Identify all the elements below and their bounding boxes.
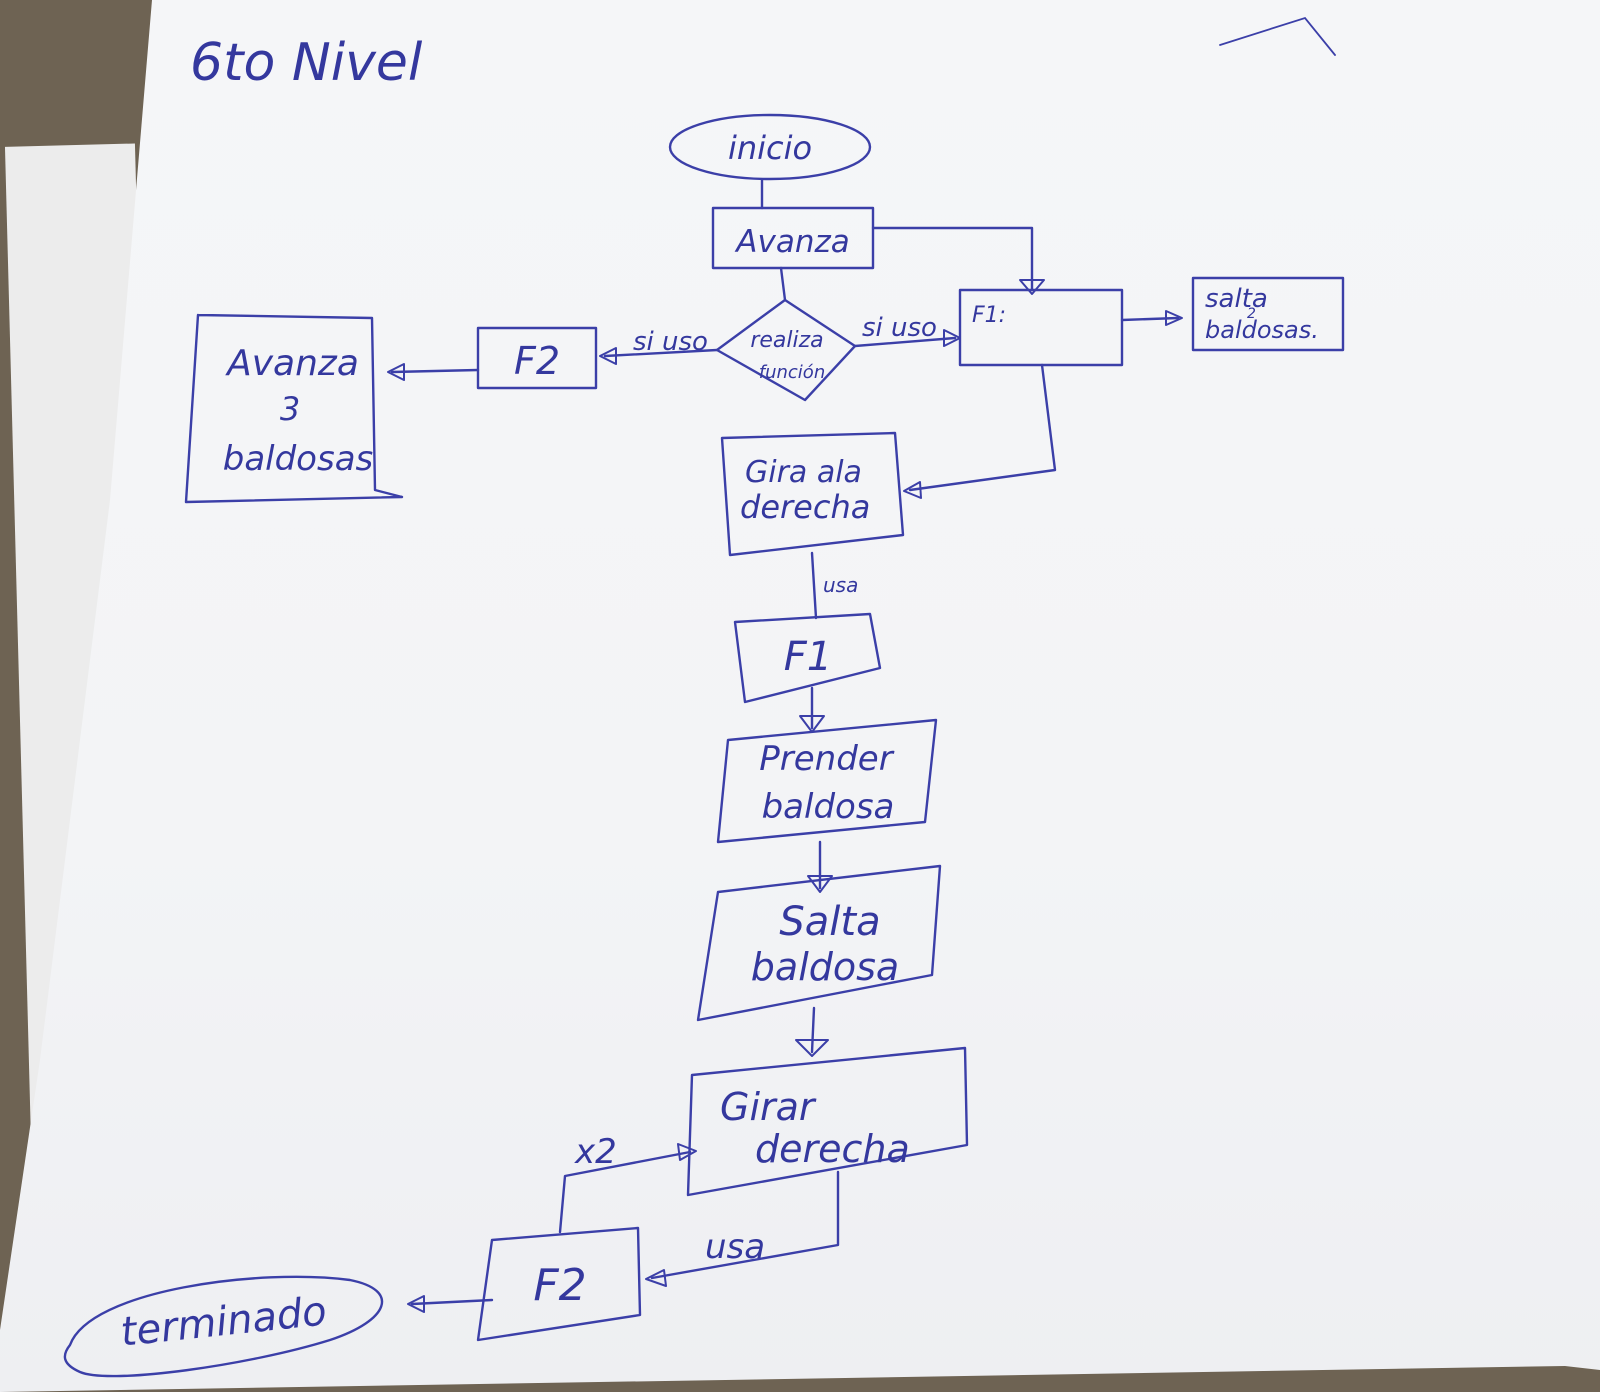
end-node: terminado [63, 1275, 384, 1378]
prender-label-line1: Prender [759, 739, 894, 779]
edge-f1-gira [908, 363, 1057, 492]
edge-label-si-uso-left: si uso [633, 327, 708, 357]
avanza-3-label-line1: Avanza [225, 343, 359, 384]
edge-avanza-decision [779, 266, 787, 302]
girar-derecha-node: Girar derecha [686, 1046, 969, 1197]
f2-bottom-label: F2 [533, 1260, 586, 1311]
avanza-node: Avanza [711, 206, 875, 270]
girar-label-line2: derecha [755, 1127, 910, 1171]
avanza-3-label-line3: baldosas [223, 439, 374, 479]
f1-call-node: F1 [733, 612, 882, 704]
edge-f1-salta2 [1120, 316, 1180, 322]
arrowhead [795, 1039, 829, 1057]
f2-top-label: F2 [514, 339, 560, 383]
end-label: terminado [119, 1288, 329, 1355]
edge-gira-f1call [810, 551, 818, 620]
f2-bottom-node: F2 [476, 1226, 642, 1342]
edge-avanza-f1 [871, 226, 1034, 292]
prender-label-line2: baldosa [762, 787, 895, 827]
arrowhead [807, 875, 833, 893]
edge-decision-f1 [853, 336, 957, 348]
salta-2-node: salta 2 baldosas. [1191, 276, 1345, 352]
decision-label-line2: función [759, 362, 825, 383]
edge-decision-f2 [603, 348, 719, 358]
salta-2-count: 2 [1247, 306, 1256, 322]
edge-label-si-uso-right: si uso [862, 313, 937, 343]
girar-label-line1: Girar [720, 1085, 817, 1129]
f1-definition-label: F1: [972, 303, 1006, 328]
salta-label-line2: baldosa [751, 945, 899, 989]
arrowhead [387, 363, 405, 381]
avanza-3-node: Avanza 3 baldosas [184, 313, 404, 504]
edge-label-usa-f2: usa [705, 1227, 765, 1267]
edge-label-x2: x2 [574, 1132, 617, 1172]
decision-node: realiza función [715, 298, 857, 402]
gira-label-line2: derecha [740, 488, 870, 526]
arrowhead [407, 1295, 425, 1313]
edge-f2bottom-terminado [410, 1298, 494, 1306]
salta-2-label-line1: salta [1205, 284, 1268, 314]
avanza-label: Avanza [734, 224, 849, 260]
edge-f2bottom-girar-loop [558, 1150, 692, 1234]
arrowhead [799, 715, 825, 733]
arrowhead [599, 347, 617, 365]
f2-top-node: F2 [476, 326, 598, 390]
arrowhead [943, 329, 961, 347]
corner-mark [1219, 16, 1336, 56]
prender-baldosa-node: Prender baldosa [716, 718, 938, 844]
gira-derecha-node: Gira ala derecha [720, 431, 905, 557]
start-label: inicio [728, 129, 812, 167]
arrowhead [677, 1143, 697, 1161]
arrowhead [1165, 310, 1183, 326]
gira-label-line1: Gira ala [745, 455, 862, 490]
edge-f2-avanza3 [390, 368, 480, 374]
avanza-3-label-line2: 3 [280, 390, 300, 428]
start-node: inicio [668, 113, 872, 181]
salta-label-line1: Salta [779, 899, 880, 945]
salta-baldosa-node: Salta baldosa [696, 864, 942, 1022]
arrowhead [1019, 279, 1045, 295]
decision-label-line1: realiza [750, 328, 823, 353]
edge-girar-f2bottom [650, 1170, 840, 1280]
edge-salta-girar [810, 1006, 816, 1054]
edge-label-usa-f1: usa [823, 573, 858, 597]
arrowhead [903, 481, 922, 499]
page-title: 6to Nivel [190, 33, 423, 93]
f1-call-label: F1 [784, 634, 832, 680]
arrowhead [645, 1269, 667, 1287]
salta-2-label-line2: baldosas. [1205, 316, 1319, 344]
f1-definition-node: F1: [958, 288, 1124, 367]
